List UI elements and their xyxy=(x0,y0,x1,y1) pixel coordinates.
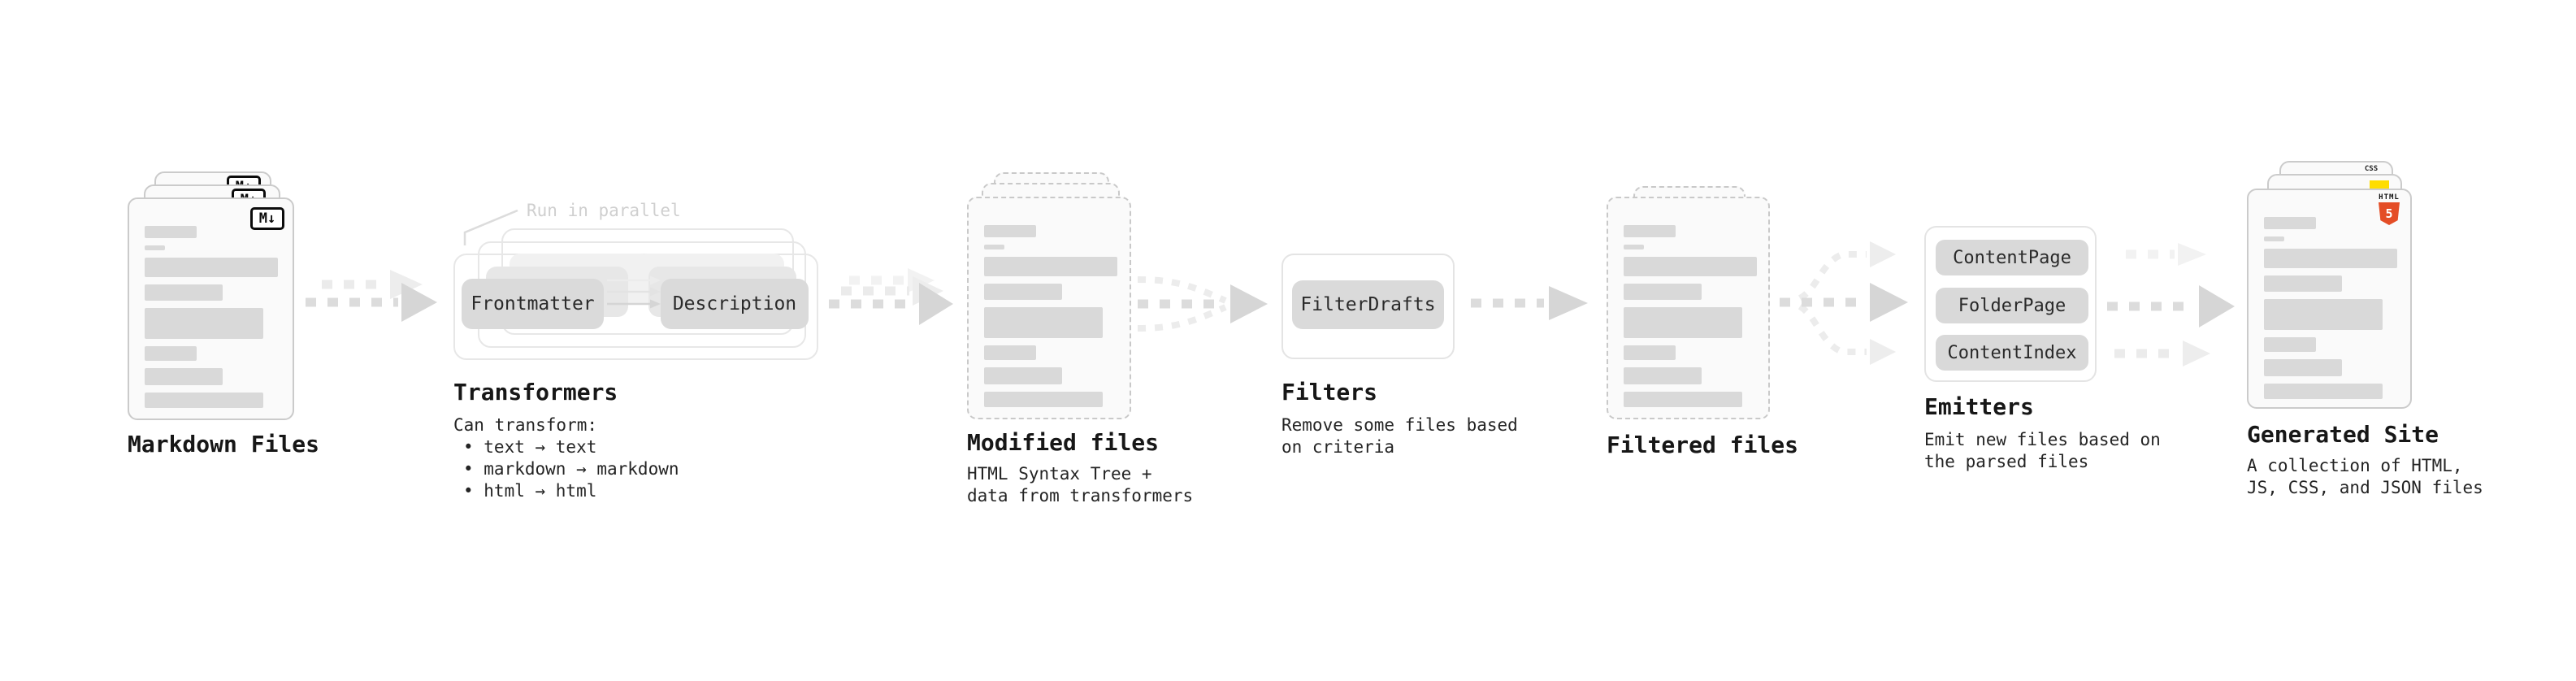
pill-arrows xyxy=(607,275,661,309)
emitter-pill-contentindex: ContentIndex xyxy=(1936,335,2088,371)
stage-title-filters: Filters xyxy=(1281,379,1378,406)
transformers-desc-heading: Can transform: xyxy=(453,415,598,435)
stage-title-filtered: Filtered files xyxy=(1607,432,1799,458)
html5-number: 5 xyxy=(2385,206,2393,221)
document-page xyxy=(1607,197,1770,419)
document-page: HTML 5 xyxy=(2247,189,2412,409)
filters-subtitle: Remove some files based on criteria xyxy=(1281,415,1518,457)
stage-title-transformers: Transformers xyxy=(453,379,618,406)
flow-arrow-transformers-to-modified xyxy=(829,268,953,325)
emitters-subtitle: Emit new files based on the parsed files xyxy=(1924,430,2161,471)
text-placeholder-bars xyxy=(145,226,278,408)
html5-icon: HTML 5 xyxy=(2374,194,2404,225)
text-placeholder-bars xyxy=(2264,217,2397,399)
text-placeholder-bars xyxy=(984,225,1117,407)
filter-pill-filterdrafts: FilterDrafts xyxy=(1292,280,1444,329)
document-page xyxy=(967,197,1131,419)
run-in-parallel-note: Run in parallel xyxy=(527,201,681,220)
flow-arrow-markdown-to-transformers xyxy=(306,270,437,322)
flow-arrow-filtered-to-emitters xyxy=(1780,241,1908,365)
transformers-bullet-list: • text → text • markdown → markdown • ht… xyxy=(453,436,679,502)
flow-arrow-emitters-to-generated xyxy=(2107,243,2235,367)
flow-arrow-filters-to-filtered xyxy=(1471,286,1588,320)
markdown-icon: M↓ xyxy=(250,207,284,230)
generated-subtitle: A collection of HTML, JS, CSS, and JSON … xyxy=(2247,456,2483,497)
callout-line xyxy=(463,209,518,245)
html5-label: HTML xyxy=(2379,193,2400,202)
emitters-box: ContentPage FolderPage ContentIndex xyxy=(1924,226,2097,382)
text-placeholder-bars xyxy=(1624,225,1757,407)
transformer-pill-description: Description xyxy=(661,279,809,329)
stage-title-generated: Generated Site xyxy=(2247,421,2439,448)
stage-title-emitters: Emitters xyxy=(1924,393,2034,420)
emitter-pill-contentpage: ContentPage xyxy=(1936,240,2088,275)
bullet-item: • markdown → markdown xyxy=(463,459,679,479)
flow-arrow-modified-to-filters xyxy=(1137,276,1268,332)
emitter-pill-folderpage: FolderPage xyxy=(1936,288,2088,323)
bullet-item: • html → html xyxy=(463,481,597,501)
bullet-item: • text → text xyxy=(463,437,597,457)
transformer-pill-frontmatter: Frontmatter xyxy=(462,279,604,329)
document-page: M↓ xyxy=(128,197,294,420)
stage-title-modified: Modified files xyxy=(967,429,1160,456)
modified-subtitle: HTML Syntax Tree + data from transformer… xyxy=(967,464,1194,505)
stage-title-markdown: Markdown Files xyxy=(128,431,320,458)
css-label: CSS xyxy=(2364,165,2379,173)
